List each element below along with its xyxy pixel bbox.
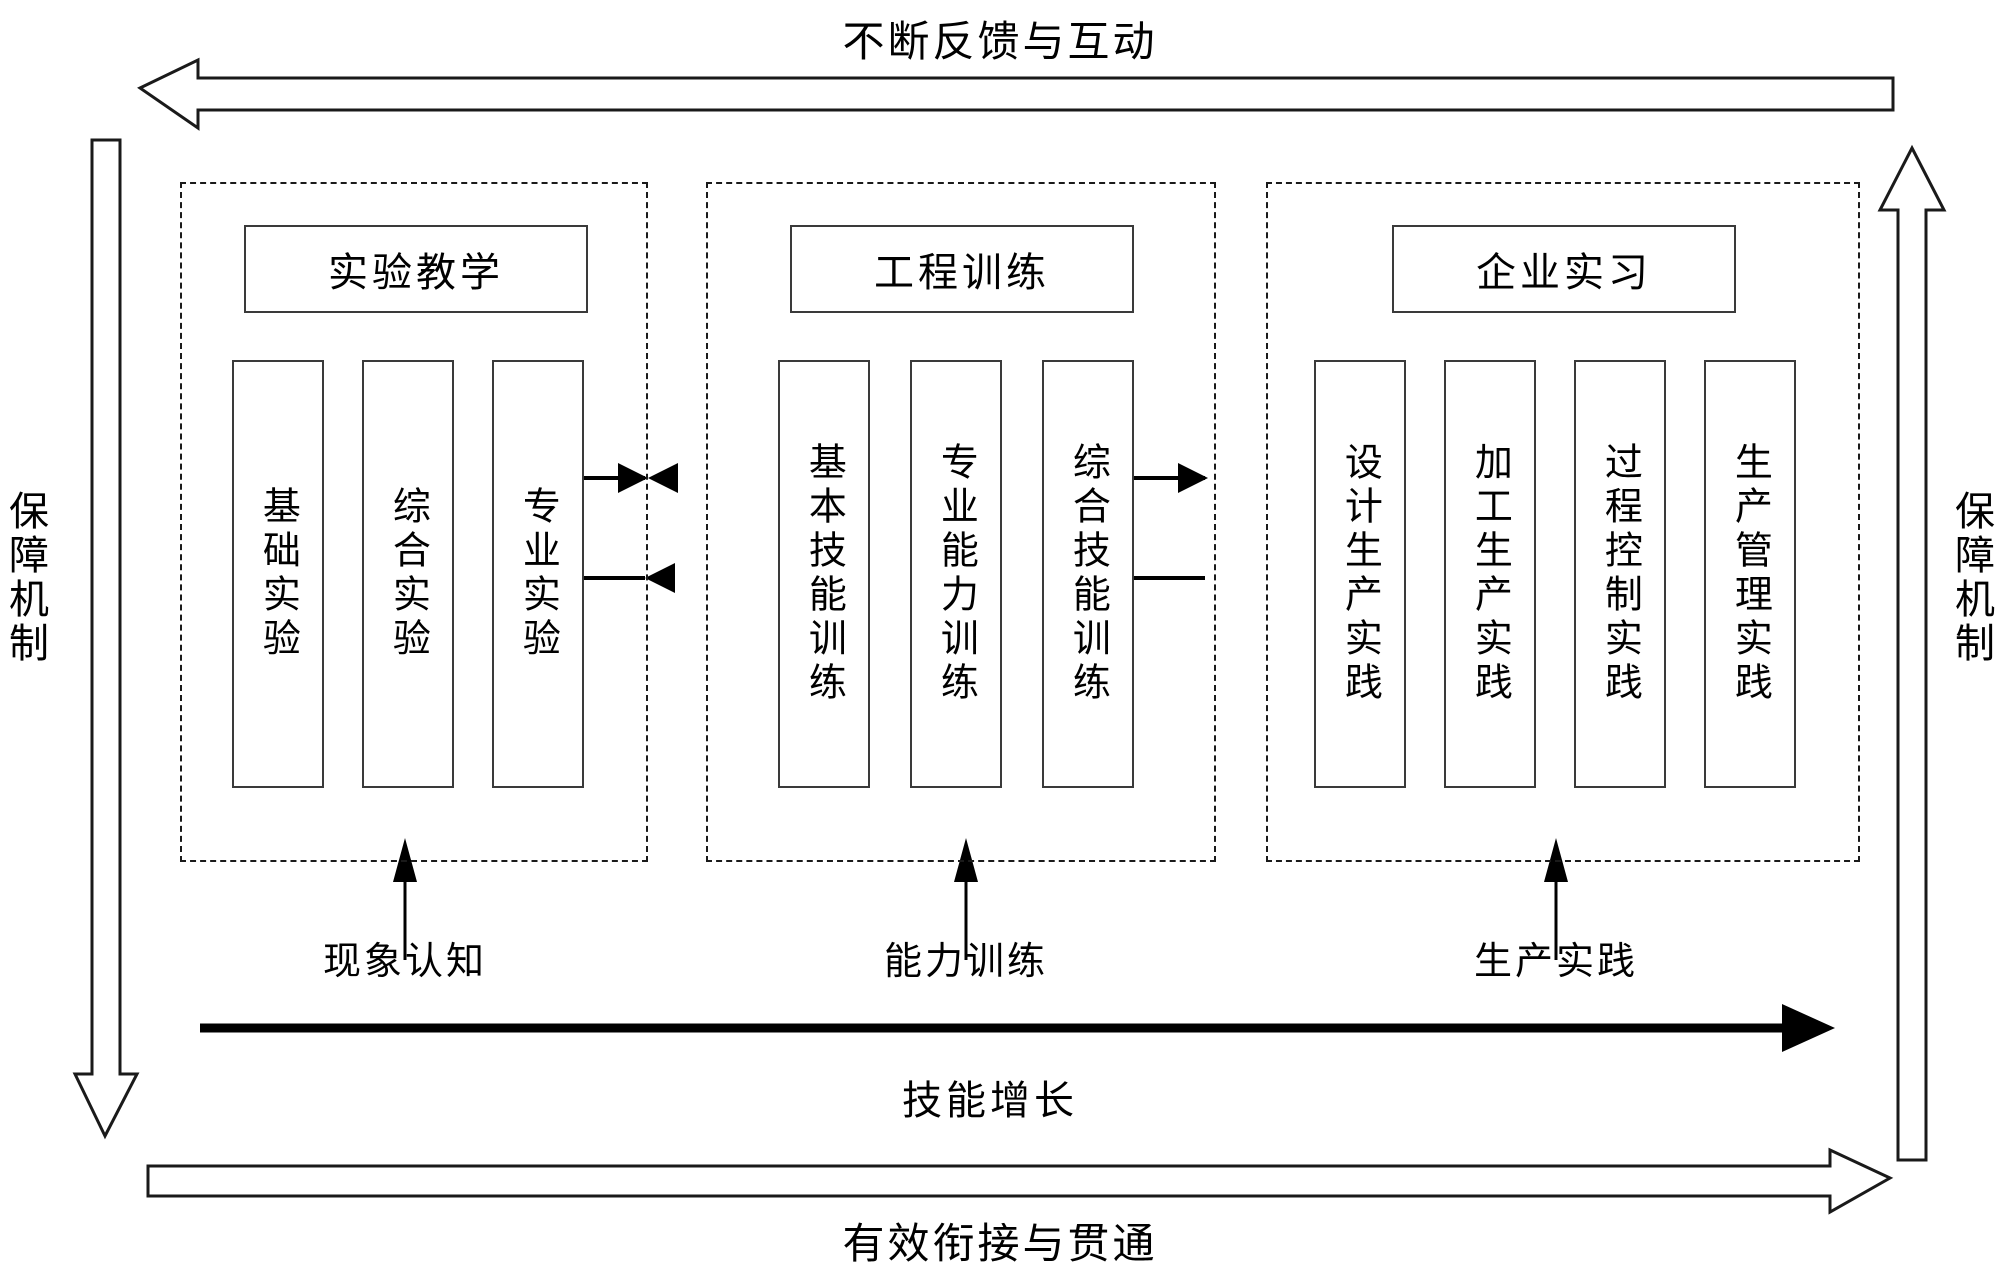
item-box-2-2[interactable]: 专业能力训练 xyxy=(910,360,1002,788)
item-label: 过程控制实践 xyxy=(1598,442,1643,706)
item-box-3-2[interactable]: 加工生产实践 xyxy=(1444,360,1536,788)
top-caption: 不断反馈与互动 xyxy=(842,17,1158,66)
item-label: 设计生产实践 xyxy=(1338,442,1383,706)
item-label: 综合实验 xyxy=(386,486,431,662)
item-label: 专业能力训练 xyxy=(934,442,979,706)
item-label: 专业实验 xyxy=(516,486,561,662)
item-label: 基本技能训练 xyxy=(802,442,847,706)
feedback-arrow-top xyxy=(137,57,1895,131)
item-label: 生产管理实践 xyxy=(1728,442,1773,706)
item-box-2-3[interactable]: 综合技能训练 xyxy=(1042,360,1134,788)
guarantee-arrow-left xyxy=(72,138,140,1140)
group-container-3 xyxy=(1266,182,1860,862)
side-label-left: 保障机制 xyxy=(2,490,48,666)
stage-label-3: 生产实践 xyxy=(1473,939,1638,983)
item-box-1-3[interactable]: 专业实验 xyxy=(492,360,584,788)
group-title-3[interactable]: 企业实习 xyxy=(1392,225,1736,313)
item-box-3-3[interactable]: 过程控制实践 xyxy=(1574,360,1666,788)
stage-label-2: 能力训练 xyxy=(883,939,1048,983)
growth-axis-label: 技能增长 xyxy=(902,1078,1078,1124)
item-box-2-1[interactable]: 基本技能训练 xyxy=(778,360,870,788)
item-box-3-4[interactable]: 生产管理实践 xyxy=(1704,360,1796,788)
group-container-2 xyxy=(706,182,1216,862)
guarantee-arrow-right xyxy=(1877,144,1947,1162)
item-box-1-1[interactable]: 基础实验 xyxy=(232,360,324,788)
item-label: 加工生产实践 xyxy=(1468,442,1513,706)
item-box-1-2[interactable]: 综合实验 xyxy=(362,360,454,788)
item-label: 基础实验 xyxy=(256,486,301,662)
group-title-2[interactable]: 工程训练 xyxy=(790,225,1134,313)
stage-label-1: 现象认知 xyxy=(322,939,487,983)
side-label-right: 保障机制 xyxy=(1948,490,1994,666)
connection-arrow-bottom xyxy=(146,1147,1894,1215)
item-label: 综合技能训练 xyxy=(1066,442,1111,706)
item-box-3-1[interactable]: 设计生产实践 xyxy=(1314,360,1406,788)
group-container-1 xyxy=(180,182,648,862)
group-title-1[interactable]: 实验教学 xyxy=(244,225,588,313)
bottom-caption: 有效衔接与贯通 xyxy=(842,1219,1158,1268)
